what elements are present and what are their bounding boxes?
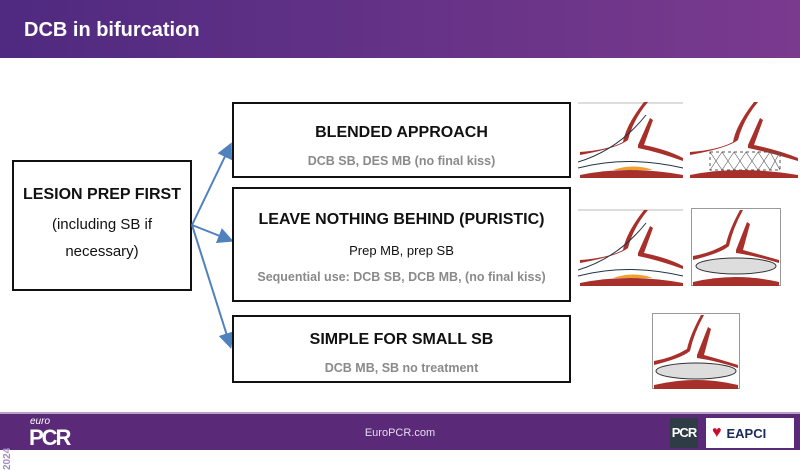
simple-detail: DCB MB, SB no treatment xyxy=(324,361,479,375)
header-bar: DCB in bifurcation xyxy=(0,0,800,58)
lesion-prep-box: LESION PREP FIRST (including SB if neces… xyxy=(12,160,192,291)
eapci-label: EAPCI xyxy=(726,425,767,441)
simple-box: SIMPLE FOR SMALL SB DCB MB, SB no treatm… xyxy=(232,315,571,383)
arrows xyxy=(191,142,235,349)
footer-bar: 2024 euro PCR EuroPCR.com PCR ♥ EAPCI xyxy=(0,412,800,470)
arrow-puristic xyxy=(191,224,234,244)
puristic-title: LEAVE NOTHING BEHIND (PURISTIC) xyxy=(258,211,545,228)
arrow-simple xyxy=(191,224,235,349)
footer-url[interactable]: EuroPCR.com xyxy=(364,427,436,439)
lesion-note-1: (including SB if xyxy=(51,216,153,233)
blended-approach-box: BLENDED APPROACH DCB SB, DES MB (no fina… xyxy=(232,102,571,178)
slide-title: DCB in bifurcation xyxy=(24,19,200,41)
bifurcation-illustration-1 xyxy=(578,102,684,178)
bifurcation-illustration-4 xyxy=(691,208,781,286)
puristic-detail: Sequential use: DCB SB, DCB MB, (no fina… xyxy=(257,270,546,284)
puristic-prep: Prep MB, prep SB xyxy=(349,243,454,258)
blended-detail: DCB SB, DES MB (no final kiss) xyxy=(307,154,496,168)
blended-title: BLENDED APPROACH xyxy=(315,124,488,141)
bifurcation-illustration-2 xyxy=(690,102,798,178)
bifurcation-illustration-3 xyxy=(578,209,684,286)
eapci-logo: ♥ EAPCI xyxy=(706,418,794,448)
pcr-badge: PCR xyxy=(670,418,698,448)
heart-icon: ♥ xyxy=(712,424,722,441)
lesion-note-2: necessary) xyxy=(65,243,139,260)
europcr-logo: PCR xyxy=(29,425,71,450)
year-label: 2024 xyxy=(2,447,13,470)
simple-title: SIMPLE FOR SMALL SB xyxy=(309,331,494,348)
bifurcation-illustration-5 xyxy=(652,313,740,389)
puristic-box: LEAVE NOTHING BEHIND (PURISTIC) Prep MB,… xyxy=(232,187,571,302)
arrow-blended xyxy=(191,142,233,226)
lesion-title: LESION PREP FIRST xyxy=(23,186,181,203)
euro-label: euro xyxy=(30,416,51,427)
